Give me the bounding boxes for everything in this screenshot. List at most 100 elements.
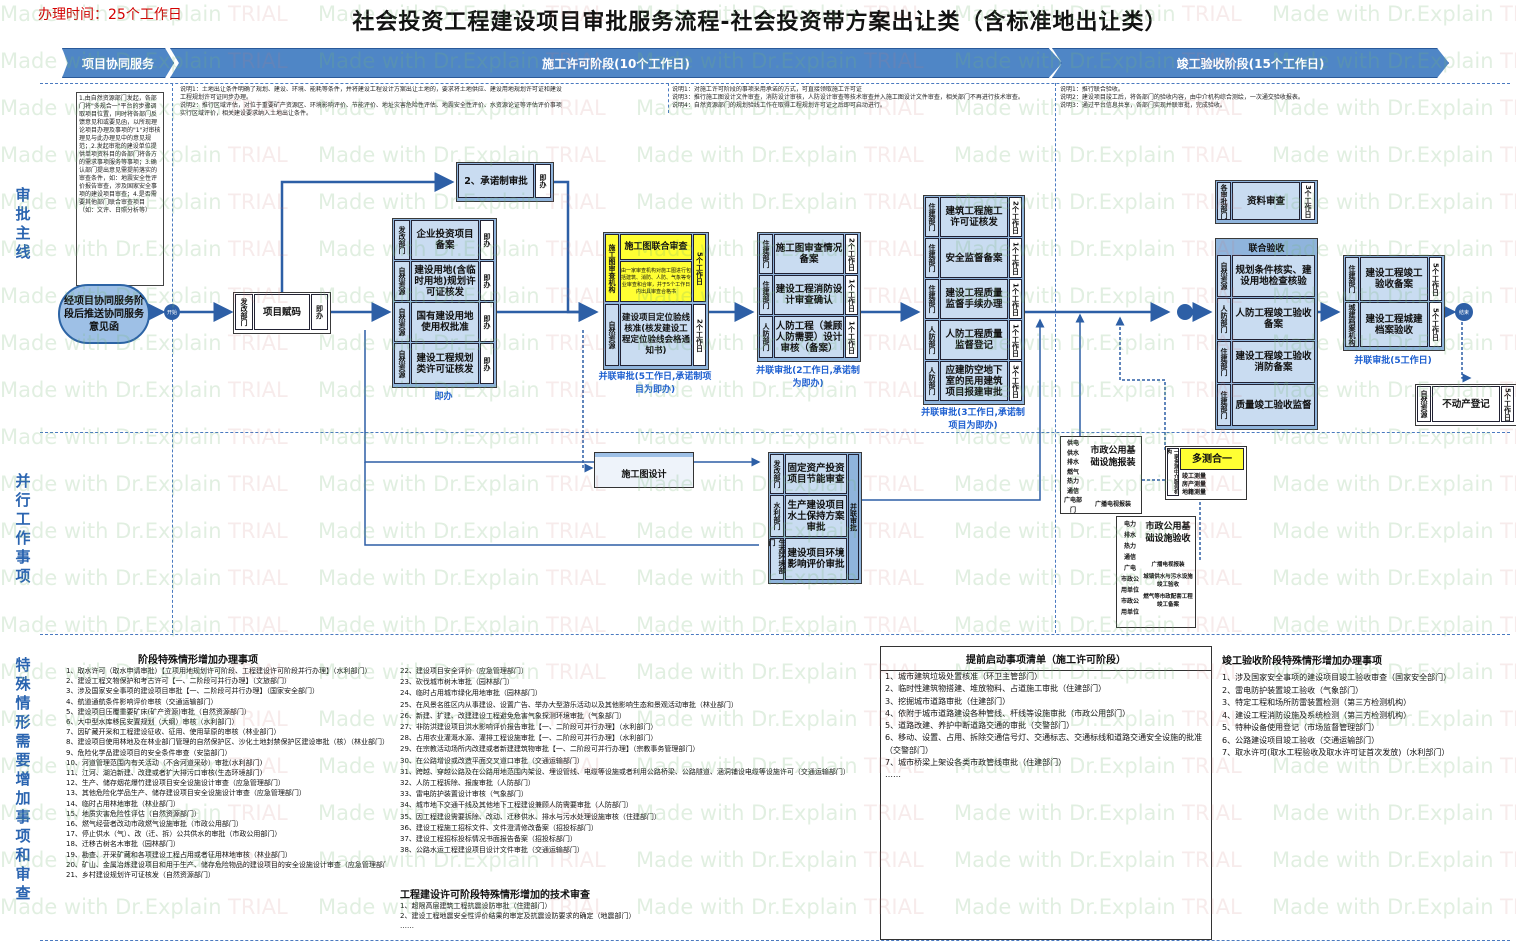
group-item-dept: 自然资源 bbox=[394, 261, 410, 301]
group-item-days: 1个工作日 bbox=[1009, 279, 1022, 319]
group-item-name: 建设工程规划类许可证核发 bbox=[411, 343, 479, 384]
step-project-code: 发改部门 项目赋码 即办 bbox=[233, 292, 331, 334]
list-item: 37、建设工程招标投标情况书面报告备案（招投标部门） bbox=[400, 835, 577, 844]
group-item-days: 即办 bbox=[480, 261, 494, 301]
survey-items: 竣工测量 房产测量 地籍测量 bbox=[1182, 473, 1242, 497]
stage-special-list-right: 22、建设项目安全评价（应急管理部门）23、砍伐城市树木审批（园林部门）24、临… bbox=[400, 666, 875, 856]
group-item-dept: 住建部门 bbox=[925, 238, 939, 278]
list-item: 13、其他危险化学品生产、储存建设项目安全设施设计审查（应急管理部门） bbox=[66, 789, 306, 798]
group-item-dept: 人防部门 bbox=[925, 320, 939, 360]
coordination-note: 1.由自然资源部门发起，各部门将"多规合一"平台的步骤调取项目位置，同时将各部门… bbox=[76, 92, 164, 286]
group-caption: 并联审批(5工作日,承诺制项目为即办) bbox=[598, 372, 712, 395]
parallel-drawing-design: 施工图设计 bbox=[594, 452, 694, 488]
list-item: 5、道路改建、养护中断道路交通的审批（交警部门） bbox=[885, 721, 1075, 731]
dept-label: 供电 bbox=[1066, 440, 1079, 447]
list-item: 36、建设工程施工招标文件、文件澄清修改备案（招投标部门） bbox=[400, 823, 598, 832]
group-item-name: 施工图审查情况备案 bbox=[774, 234, 844, 274]
group-item-name: 生产建设项目水土保持方案审批 bbox=[785, 495, 847, 537]
group-item-name: 国有建设用地使用权批准 bbox=[411, 302, 479, 342]
step-days: 5个工作日 bbox=[1501, 386, 1514, 422]
group-item-dept: 住建部门 bbox=[1217, 384, 1231, 426]
group-item-name: 人防工程竣工验收备案 bbox=[1232, 298, 1315, 340]
list-item: 34、城市地下交通干线及其他地下工程建设兼顾人防需要审批（人防部门） bbox=[400, 801, 633, 810]
step-promise-approval: 2、承诺制审批 即办 bbox=[456, 162, 554, 202]
group-item-name: 建设项目环境影响评价审批 bbox=[785, 538, 847, 580]
group-item-name: 人防工程（兼顾人防需要）设计审核（备案） bbox=[774, 316, 844, 358]
completion-note: 说明1：推行联合验收。 说明2：建设项目竣工后，将各部门的验收内容，由中介机构综… bbox=[1060, 86, 1304, 109]
group-item-name: 建设工程竣工验收消防备案 bbox=[1232, 341, 1315, 383]
dept-label: 燃气 bbox=[1066, 468, 1079, 476]
step-document-review: 各审批部门 资料审查 3个工作日 bbox=[1215, 180, 1318, 224]
list-item: 19、勘查、开采矿藏和各项建设工程占用或者征用林地审核（林业部门） bbox=[66, 850, 292, 859]
dept-label: 热力 bbox=[1066, 478, 1079, 485]
step-dept: 发改部门 bbox=[235, 294, 253, 330]
group-land-planning: 发改部门 企业投资项目备案 即办 自然资源 建设用地(含临时用地)规划许可证核发… bbox=[392, 218, 497, 388]
group-item-days: 2个工作日 bbox=[693, 304, 706, 366]
list-item: 1、超限高层建筑工程抗震设防审批（住建部门） bbox=[400, 902, 552, 910]
group-item-days: 1个工作日 bbox=[845, 275, 858, 315]
list-item: 20、矿山、金属冶炼建设项目和用于生产、储存危险物品的建设项目的安全设施设计审查… bbox=[66, 860, 386, 869]
step-dept: 各审批部门 bbox=[1217, 182, 1231, 220]
side-label-special: 特殊情形需要增加事项和审查 bbox=[15, 656, 31, 902]
dept-label: 通信 bbox=[1066, 487, 1079, 495]
processing-time-label: 办理时间：25个工作日 bbox=[38, 7, 182, 23]
group-item-name: 安全监督备案 bbox=[940, 238, 1008, 278]
phase-band-coordination: 项目协同服务 bbox=[62, 48, 174, 78]
step-name: 2、承诺制审批 bbox=[458, 164, 534, 198]
box-header-bar bbox=[595, 453, 693, 457]
list-item: 35、因工程建设需要拆除、改动、迁移供水、排水与污水处理设施审核（住建部门） bbox=[400, 812, 661, 821]
parallel-utility-acceptance: 电力 排水 热力 通信 广电 市政公用单位 市政公用单位 市政公用基础设施验收 … bbox=[1116, 516, 1196, 628]
completion-special-title: 竣工验收阶段特殊情形增加办理事项 bbox=[1222, 656, 1382, 667]
list-item: 5、特种设备使用登记（市场监督管理部门） bbox=[1222, 723, 1380, 732]
list-item: 6、移动、设置、占用、拆除交通信号灯、交通标志、交通标线和道路交通安全设施的批准… bbox=[885, 733, 1203, 755]
group-item-days: 即办 bbox=[480, 220, 494, 260]
list-item: 8、建设项目使用林地及在林业部门管理的自然保护区、沙化土地封禁保护区建设审批（核… bbox=[66, 738, 386, 747]
list-item: 22、建设项目安全评价（应急管理部门） bbox=[400, 667, 528, 675]
group-item-name: 建设工程城建档案验收 bbox=[1360, 302, 1428, 347]
dept-label: 市政公用单位 bbox=[1120, 576, 1139, 594]
group-item-dept: 自然资源 bbox=[394, 302, 410, 342]
list-item: 32、人防工程拆除、报废审批（人防部门） bbox=[400, 779, 535, 788]
parallel-design-label: 施工图设计 bbox=[621, 470, 667, 480]
group-item-days: 5个工作日 bbox=[1429, 302, 1442, 347]
parallel-multi-survey: 一家多测中介服务机构 多测合一 竣工测量 房产测量 地籍测量 bbox=[1165, 446, 1247, 500]
group-item-note: 由一家审查机构对施工图进行包括建筑、消防、人防、气象等专业审查和合审，并于5个工… bbox=[620, 261, 692, 302]
survey-item: 房产测量 bbox=[1182, 481, 1207, 488]
survey-item: 竣工测量 bbox=[1182, 473, 1207, 480]
group-construction-permit: 住建部门 建筑工程施工许可证核发 2个工作日 住建部门 安全监督备案 1个工作日… bbox=[923, 195, 1025, 405]
list-item: …… bbox=[885, 770, 901, 780]
utility-depts: 供电 供水 排水 燃气 热力 通信 广电部门 bbox=[1063, 439, 1083, 515]
group-title: 联合验收 bbox=[1248, 244, 1285, 254]
group-completion-filing: 住建部门 建设工程竣工验收备案 5个工作日 城建档案机构 建设工程城建档案验收 … bbox=[1343, 255, 1445, 351]
survey-item: 地籍测量 bbox=[1182, 489, 1207, 496]
side-label-parallel: 并行工作事项 bbox=[15, 472, 31, 585]
group-item-name: 建设工程质量监督手续办理 bbox=[940, 279, 1008, 319]
permit-note-left: 说明1：土地出让条件明确了规划、建设、环境、能耗等条件，并将建设工程设计方案出让… bbox=[180, 86, 562, 117]
list-item: 7、因矿藏开采和工程建设征收、征用、使用草原的审核（林业部门） bbox=[66, 728, 281, 737]
group-item-dept: 人防部门 bbox=[759, 316, 773, 358]
group-item-dept: 施工图审查机构 bbox=[605, 234, 619, 302]
divider-parallel bbox=[40, 432, 1510, 433]
group-item-days: 5个工作日 bbox=[693, 234, 706, 302]
list-item: 38、公路水运工程建设项目设计文件审批（交通运输部门） bbox=[400, 846, 584, 855]
group-item-dept: 自然资源 bbox=[394, 343, 410, 384]
list-item: 24、临时占用城市绿化用地审批（园林部门） bbox=[400, 689, 542, 698]
early-start-title: 提前启动事项清单（施工许可阶段） bbox=[881, 651, 1211, 671]
group-days: 并联审批 bbox=[848, 454, 859, 580]
list-item: 30、在公路增设或改造平面交叉道口审批（交通运输部门） bbox=[400, 756, 584, 765]
list-item: 28、占用农业灌溉水源、灌排工程设施审批【一、二阶段可并行办理】（水利部门） bbox=[400, 734, 658, 743]
list-item: 33、雷电防护装置设计审核（气象部门） bbox=[400, 790, 528, 799]
list-item: 27、非防洪建设项目洪水影响评价报告审批【一、二阶段可并行办理】（水利部门） bbox=[400, 723, 658, 732]
group-item-name: 应建防空地下室的民用建筑项目报建审批 bbox=[940, 361, 1008, 401]
divider-phase2 bbox=[1055, 83, 1056, 633]
utility-depts: 电力 排水 热力 通信 广电 市政公用单位 市政公用单位 bbox=[1119, 519, 1141, 618]
page-title: 社会投资工程建设项目审批服务流程-社会投资带方案出让类（含标准地出让类） bbox=[352, 10, 1168, 35]
dept-label: 热力 bbox=[1123, 543, 1136, 550]
list-item: 6、大中型水库移民安置规划（大纲）审核（水利部门） bbox=[66, 718, 239, 727]
group-caption: 即办 bbox=[434, 392, 453, 402]
stage-special-list-left: 1、取水许可（取水申请审批）【立项用地规划许可阶段、工程建设许可阶段并行办理】（… bbox=[66, 666, 386, 880]
group-item-name: 建设工程竣工验收备案 bbox=[1360, 257, 1428, 301]
phase-band-construction-permit: 施工许可阶段(10个工作日) bbox=[170, 48, 1062, 78]
list-item: 11、江河、湖泊新建、改建或者扩大排污口审核(生态环境部门) bbox=[66, 769, 263, 778]
group-item-dept: 住建部门 bbox=[925, 197, 939, 237]
